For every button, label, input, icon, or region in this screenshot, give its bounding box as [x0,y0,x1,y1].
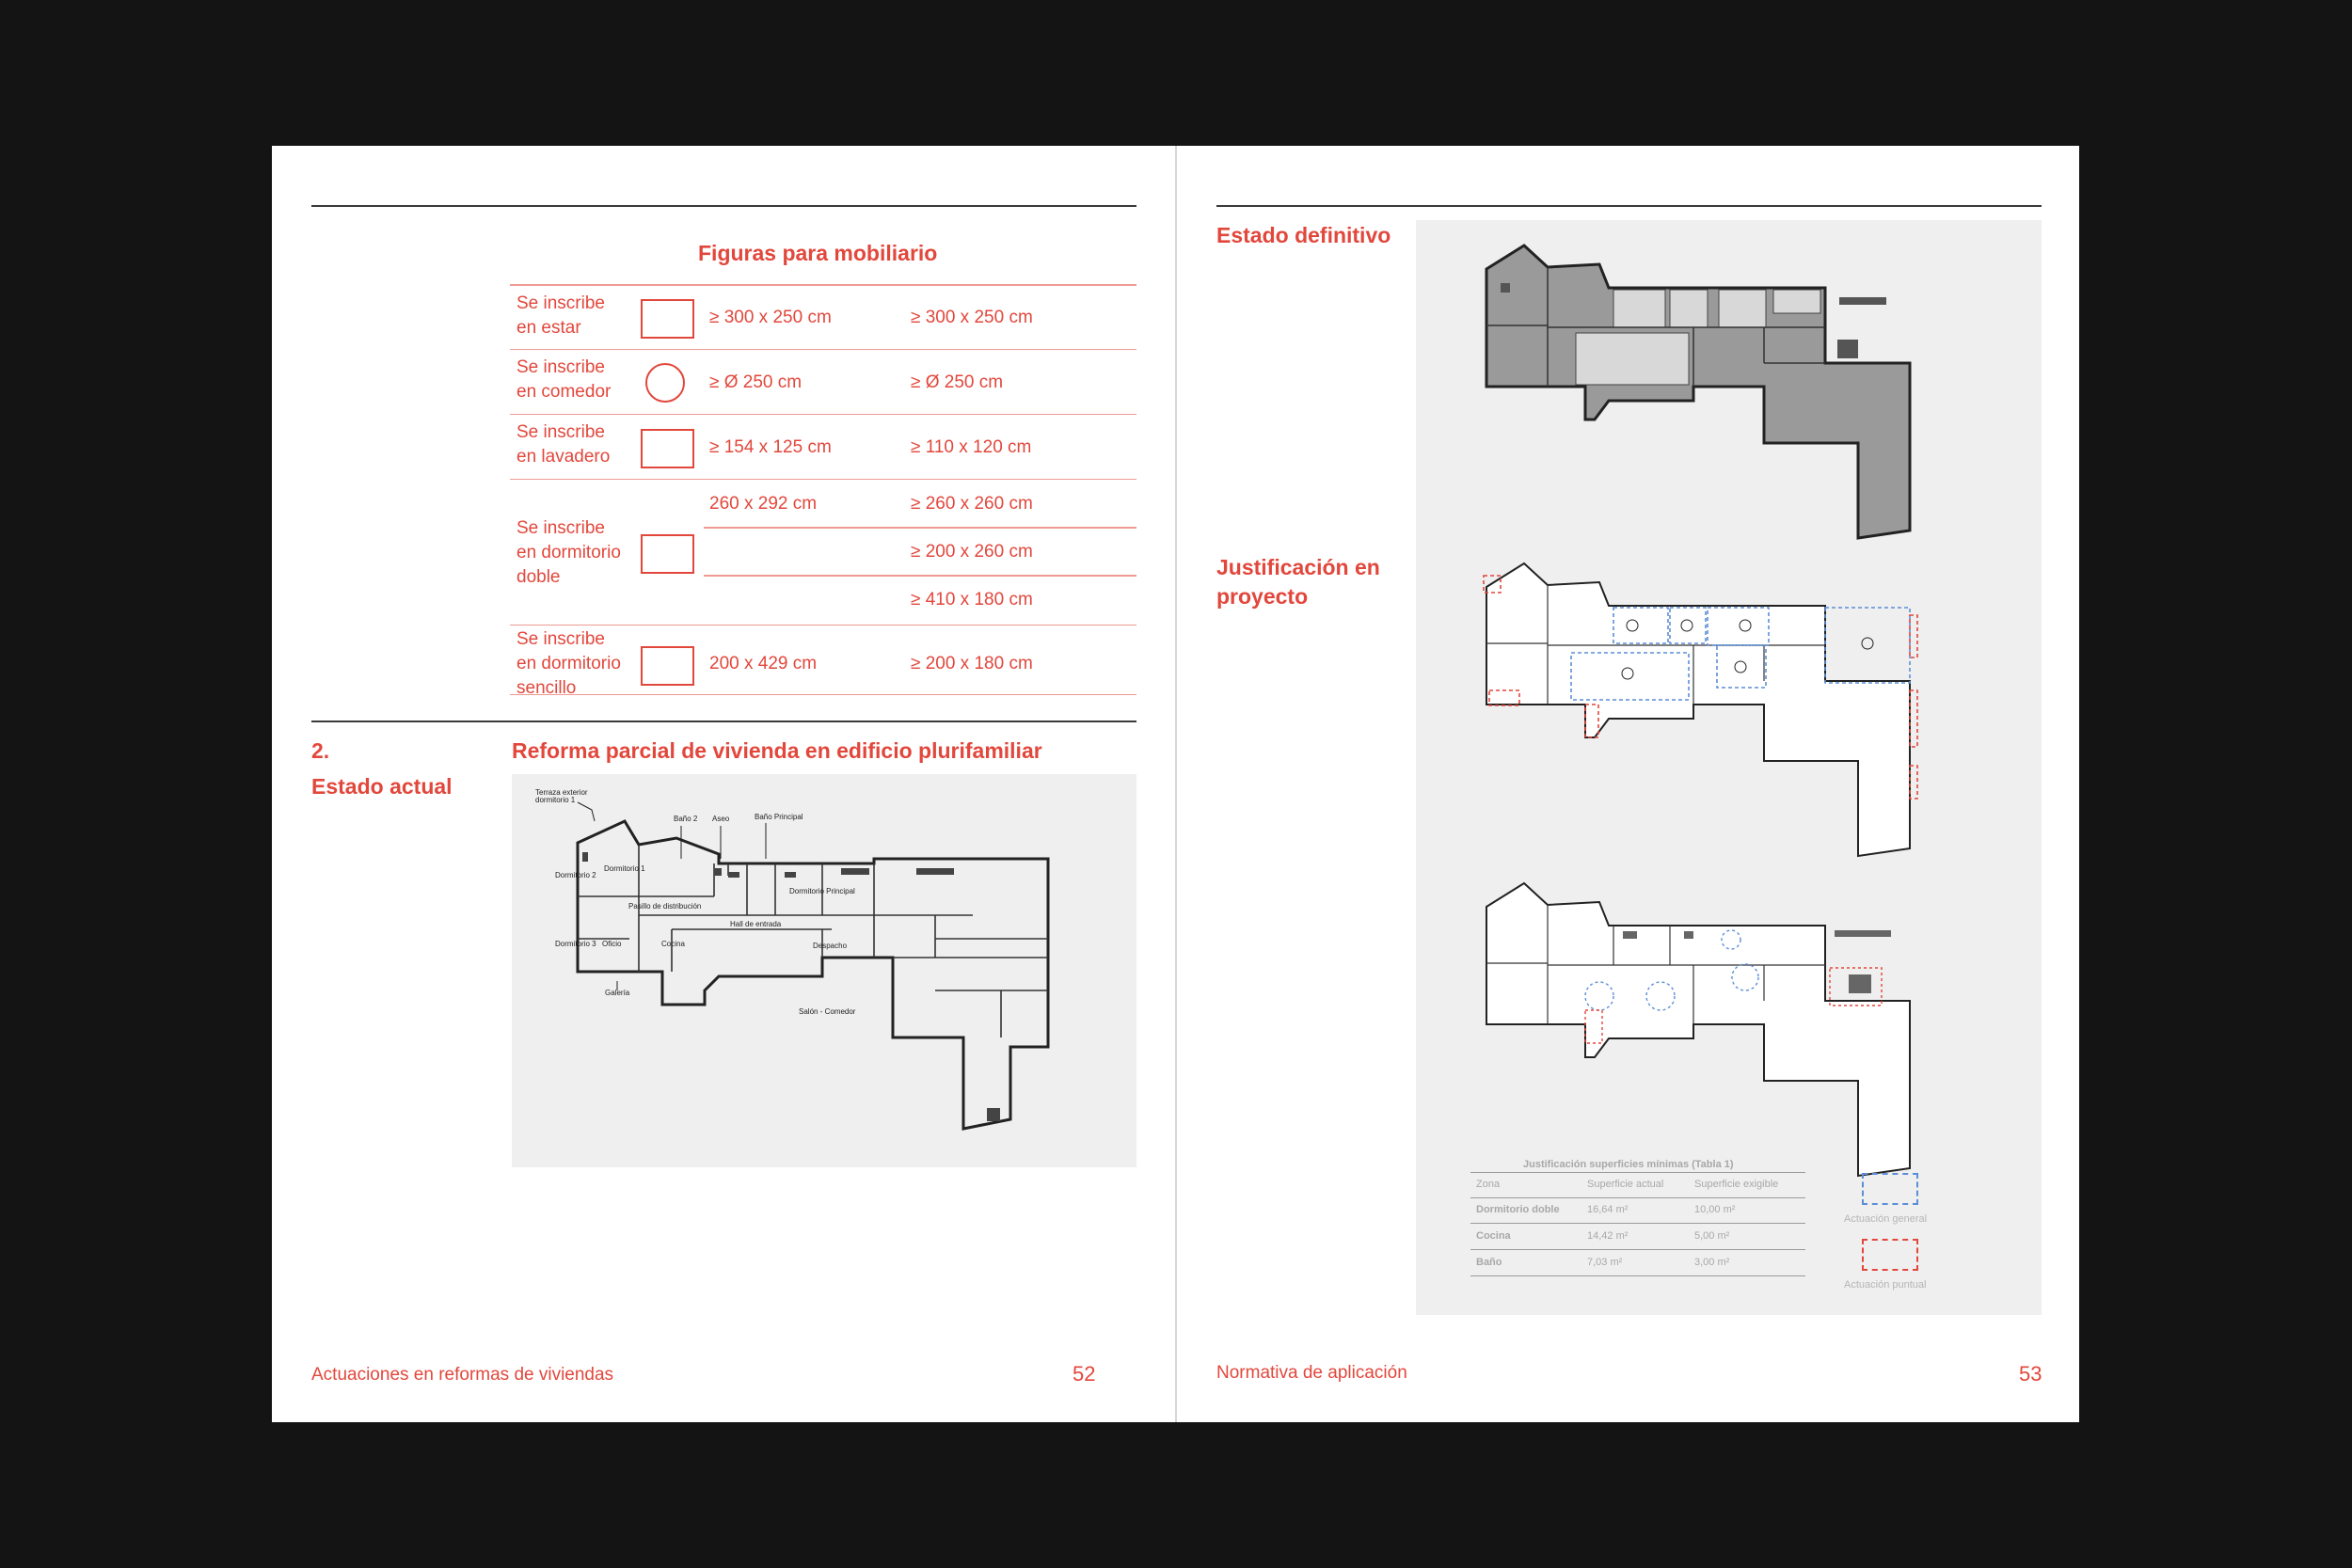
plan-label-galeria: Galería [605,989,630,997]
cell-zona: Baño [1476,1257,1502,1268]
floor-plan-final [1485,244,1912,540]
row-value-2: ≥ 110 x 120 cm [911,437,1032,457]
furniture-table-title: Figuras para mobiliario [698,241,938,265]
row-value-2b: ≥ 200 x 260 cm [911,542,1033,562]
cell-exigible: 10,00 m² [1694,1204,1736,1215]
plan-label-pasillo: Pasillo de distribución [628,902,701,911]
table-header-row: Zona Superficie actual Superficie exigib… [1470,1172,1805,1198]
cell-exigible: 5,00 m² [1694,1230,1730,1242]
floor-plan-drawing: Terraza exterior dormitorio 1 Baño 2 Ase… [535,788,1050,1131]
book-spine [1175,146,1177,1422]
plan-label-hall: Hall de entrada [730,920,782,928]
plan-label-aseo: Aseo [712,815,730,823]
cell-zona: Dormitorio doble [1476,1204,1560,1215]
legend-puntual-swatch [1862,1239,1918,1271]
plans-panel: Justificación superficies mínimas (Tabla… [1416,220,2042,1315]
square-shape-icon [641,646,694,686]
page-52: Figuras para mobiliario Se inscribe en e… [272,146,1175,1422]
floor-plan-furniture [1486,881,1911,1178]
row-label: Se inscribe en estar [516,293,605,338]
plan-label-despacho: Despacho [813,942,848,950]
label-justificacion: Justificación en proyecto [1216,555,1380,609]
table-row: Se inscribe en dormitorio sencillo 200 x… [510,626,1136,698]
section-number: 2. [311,738,330,763]
row-value-2: ≥ 300 x 250 cm [911,308,1033,327]
table-row: Se inscribe en estar ≥ 300 x 250 cm ≥ 30… [510,285,1136,350]
book-spread: Figuras para mobiliario Se inscribe en e… [272,146,2079,1422]
legend-puntual-label: Actuación puntual [1844,1279,1927,1291]
plan-label-dormitorio1: Dormitorio 1 [604,864,645,873]
sub-rule [704,575,1136,577]
plan-label-salon: Salón - Comedor [799,1007,856,1016]
legend-general-label: Actuación general [1844,1213,1928,1225]
row-value-1: ≥ 300 x 250 cm [709,308,832,327]
square-shape-icon [641,534,694,574]
row-label: Se inscribe en dormitorio doble [516,518,621,587]
cell-actual: 16,64 m² [1587,1204,1629,1215]
plan-label-dormitorio2: Dormitorio 2 [555,871,596,879]
row-label: Se inscribe en dormitorio sencillo [516,629,621,698]
table-row: Dormitorio doble 16,64 m² 10,00 m² [1470,1198,1805,1224]
row-value-1: ≥ 154 x 125 cm [709,437,832,457]
page-53: Estado definitivo Justificación en proye… [1177,146,2079,1422]
sub-rule [704,527,1136,529]
header-actual: Superficie actual [1587,1179,1664,1190]
plan-label-dormitorio-principal: Dormitorio Principal [789,887,855,895]
legend-general-swatch [1862,1173,1918,1205]
cell-actual: 7,03 m² [1587,1257,1623,1268]
floor-plan-current: Terraza exterior dormitorio 1 Baño 2 Ase… [512,774,1136,1167]
plan-label-bano-principal: Baño Principal [755,813,803,821]
cell-zona: Cocina [1476,1230,1511,1242]
label-estado-definitivo: Estado definitivo [1216,223,1391,247]
justification-table-title: Justificación superficies mínimas (Tabla… [1523,1159,1734,1170]
header-exigible: Superficie exigible [1694,1179,1779,1190]
row-value-1: 200 x 429 cm [709,654,818,673]
table-row: Se inscribe en comedor ≥ Ø 250 cm ≥ Ø 25… [510,350,1136,415]
footer-text: Actuaciones en reformas de viviendas [311,1365,614,1385]
table-top-rule [510,284,1136,286]
square-shape-icon [641,429,694,468]
cell-actual: 14,42 m² [1587,1230,1629,1242]
square-shape-icon [641,299,694,339]
page-number: 52 [1073,1362,1096,1386]
row-value-2a: ≥ 260 x 260 cm [911,494,1033,514]
footer-text: Normativa de aplicación [1216,1363,1407,1383]
row-value-1: ≥ Ø 250 cm [709,372,803,392]
top-rule [311,205,1136,207]
table-row: Se inscribe en lavadero ≥ 154 x 125 cm ≥… [510,415,1136,480]
circle-shape-icon [645,363,685,403]
row-value-1: 260 x 292 cm [709,494,818,514]
row-label: Se inscribe en comedor [516,357,612,402]
table-row: Se inscribe en dormitorio doble 260 x 29… [510,480,1136,626]
row-label: Se inscribe en lavadero [516,422,611,467]
section-title: Estado actual [311,774,453,799]
cell-exigible: 3,00 m² [1694,1257,1730,1268]
header-zona: Zona [1476,1179,1501,1190]
plan-label-oficio: Oficio [602,940,622,948]
plan-title: Reforma parcial de vivienda en edificio … [512,738,1042,763]
table-row: Baño 7,03 m² 3,00 m² [1470,1251,1805,1276]
plan-label-cocina: Cocina [661,940,685,948]
plan-label-dormitorio3: Dormitorio 3 [555,940,596,948]
plan-label-terraza-2: dormitorio 1 [535,796,576,804]
floor-plan-justification [1483,562,1918,858]
section-rule [311,721,1136,722]
plan-label-bano2: Baño 2 [674,815,698,823]
row-value-2: ≥ 200 x 180 cm [911,654,1033,673]
table-row: Cocina 14,42 m² 5,00 m² [1470,1225,1805,1250]
row-value-2c: ≥ 410 x 180 cm [911,590,1033,610]
page-number: 53 [2019,1362,2042,1386]
plan-label-terraza: Terraza exterior [535,788,588,797]
row-value-2: ≥ Ø 250 cm [911,372,1004,392]
top-rule [1216,205,2042,207]
